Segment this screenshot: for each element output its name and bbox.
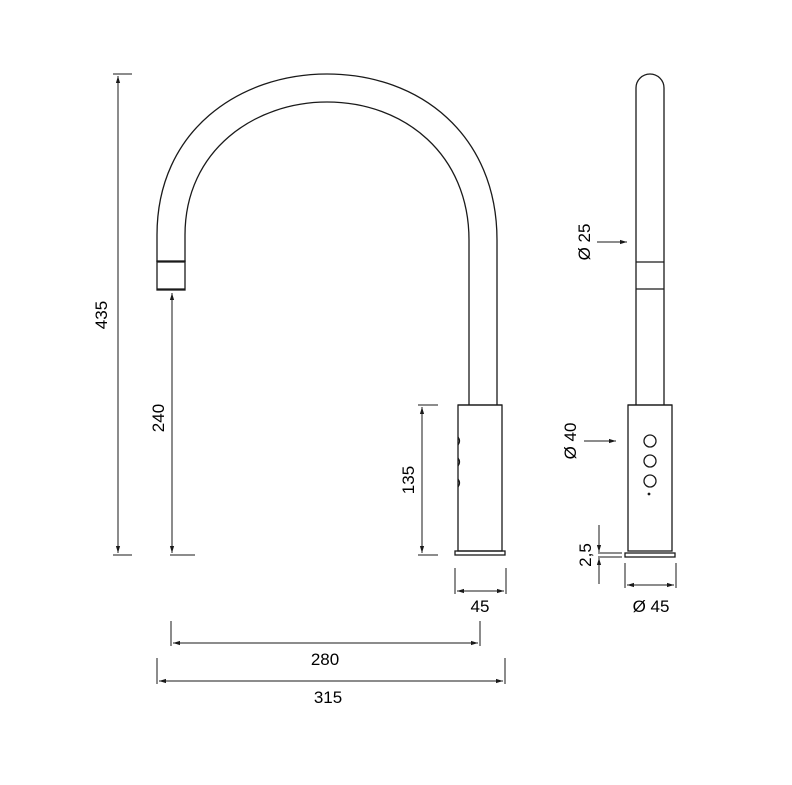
- dim-total-height: 435: [92, 301, 111, 329]
- indicator-dot-icon: [647, 492, 651, 496]
- side-buttons-icon: [457, 436, 461, 488]
- dim-body-diameter: Ø 40: [561, 423, 580, 460]
- spout-outer-outline: [156, 73, 498, 405]
- control-button-1: [643, 434, 657, 448]
- side-view: 435 240 135 45 280 315: [92, 73, 507, 707]
- dim-spout-reach: 280: [311, 650, 339, 669]
- dim-base-diameter: Ø 45: [633, 597, 670, 616]
- spout-inner-outline: [184, 101, 470, 405]
- control-button-3: [643, 474, 657, 488]
- aerator: [156, 260, 186, 291]
- dim-spout-diameter: Ø 25: [575, 224, 594, 261]
- dim-body-width: 45: [471, 597, 490, 616]
- front-view: Ø 25 Ø 40 2,5 Ø 45: [561, 73, 677, 616]
- dim-base-thickness: 2,5: [576, 543, 595, 567]
- dim-spout-height: 240: [149, 404, 168, 432]
- faucet-body: [457, 404, 503, 552]
- dim-overall-reach: 315: [314, 688, 342, 707]
- control-button-2: [643, 454, 657, 468]
- front-body: [627, 404, 673, 552]
- front-base-plate: [624, 552, 676, 558]
- base-plate: [454, 550, 506, 556]
- dim-body-height: 135: [399, 466, 418, 494]
- front-spout-outline: [635, 73, 665, 405]
